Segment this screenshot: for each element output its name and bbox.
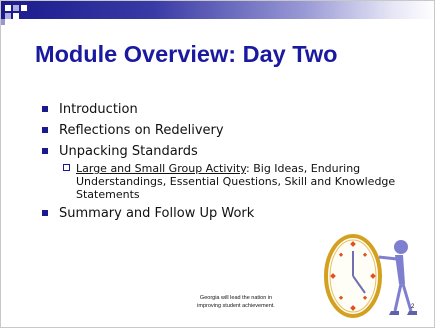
bullet-unpacking: Unpacking Standards: [41, 143, 421, 160]
corner-square-2: [13, 5, 19, 11]
bullet-square-icon: [42, 127, 48, 133]
clock-and-figure-icon: [324, 234, 417, 318]
bullet-square-icon: [42, 148, 48, 154]
bullet-square-icon: [42, 210, 48, 216]
sub-bullet-group-activity: Large and Small Group Activity: Big Idea…: [41, 162, 421, 201]
slide-title: Module Overview: Day Two: [35, 41, 338, 67]
bullet-reflections: Reflections on Redelivery: [41, 122, 421, 139]
bullet-summary: Summary and Follow Up Work: [41, 205, 421, 222]
footer-line-1: Georgia will lead the nation in: [199, 295, 273, 301]
sub-bullet-text: : Big Ideas, Enduring Understandings, Es…: [76, 162, 396, 201]
bullet-list: Introduction Reflections on Redelivery U…: [41, 101, 421, 226]
corner-square-1: [5, 5, 11, 11]
bullet-text: Unpacking Standards: [59, 144, 198, 159]
bullet-text: Summary and Follow Up Work: [59, 206, 255, 221]
sub-bullet-underlined-text: Large and Small Group Activity: [76, 162, 247, 175]
page-number: 2: [411, 304, 415, 310]
hollow-square-icon: [63, 164, 70, 171]
top-banner: [1, 1, 434, 19]
footer-line-2: improving student achievement.: [197, 303, 275, 309]
corner-square-5: [21, 5, 27, 11]
corner-square-3: [5, 13, 11, 19]
corner-square-4: [13, 13, 19, 19]
footer-motto: Georgia will lead the nation in improvin…: [161, 294, 311, 310]
bullet-text: Introduction: [59, 102, 138, 117]
left-accent-strip: [1, 19, 5, 25]
bullet-square-icon: [42, 106, 48, 112]
bullet-introduction: Introduction: [41, 101, 421, 118]
bullet-text: Reflections on Redelivery: [59, 123, 224, 138]
